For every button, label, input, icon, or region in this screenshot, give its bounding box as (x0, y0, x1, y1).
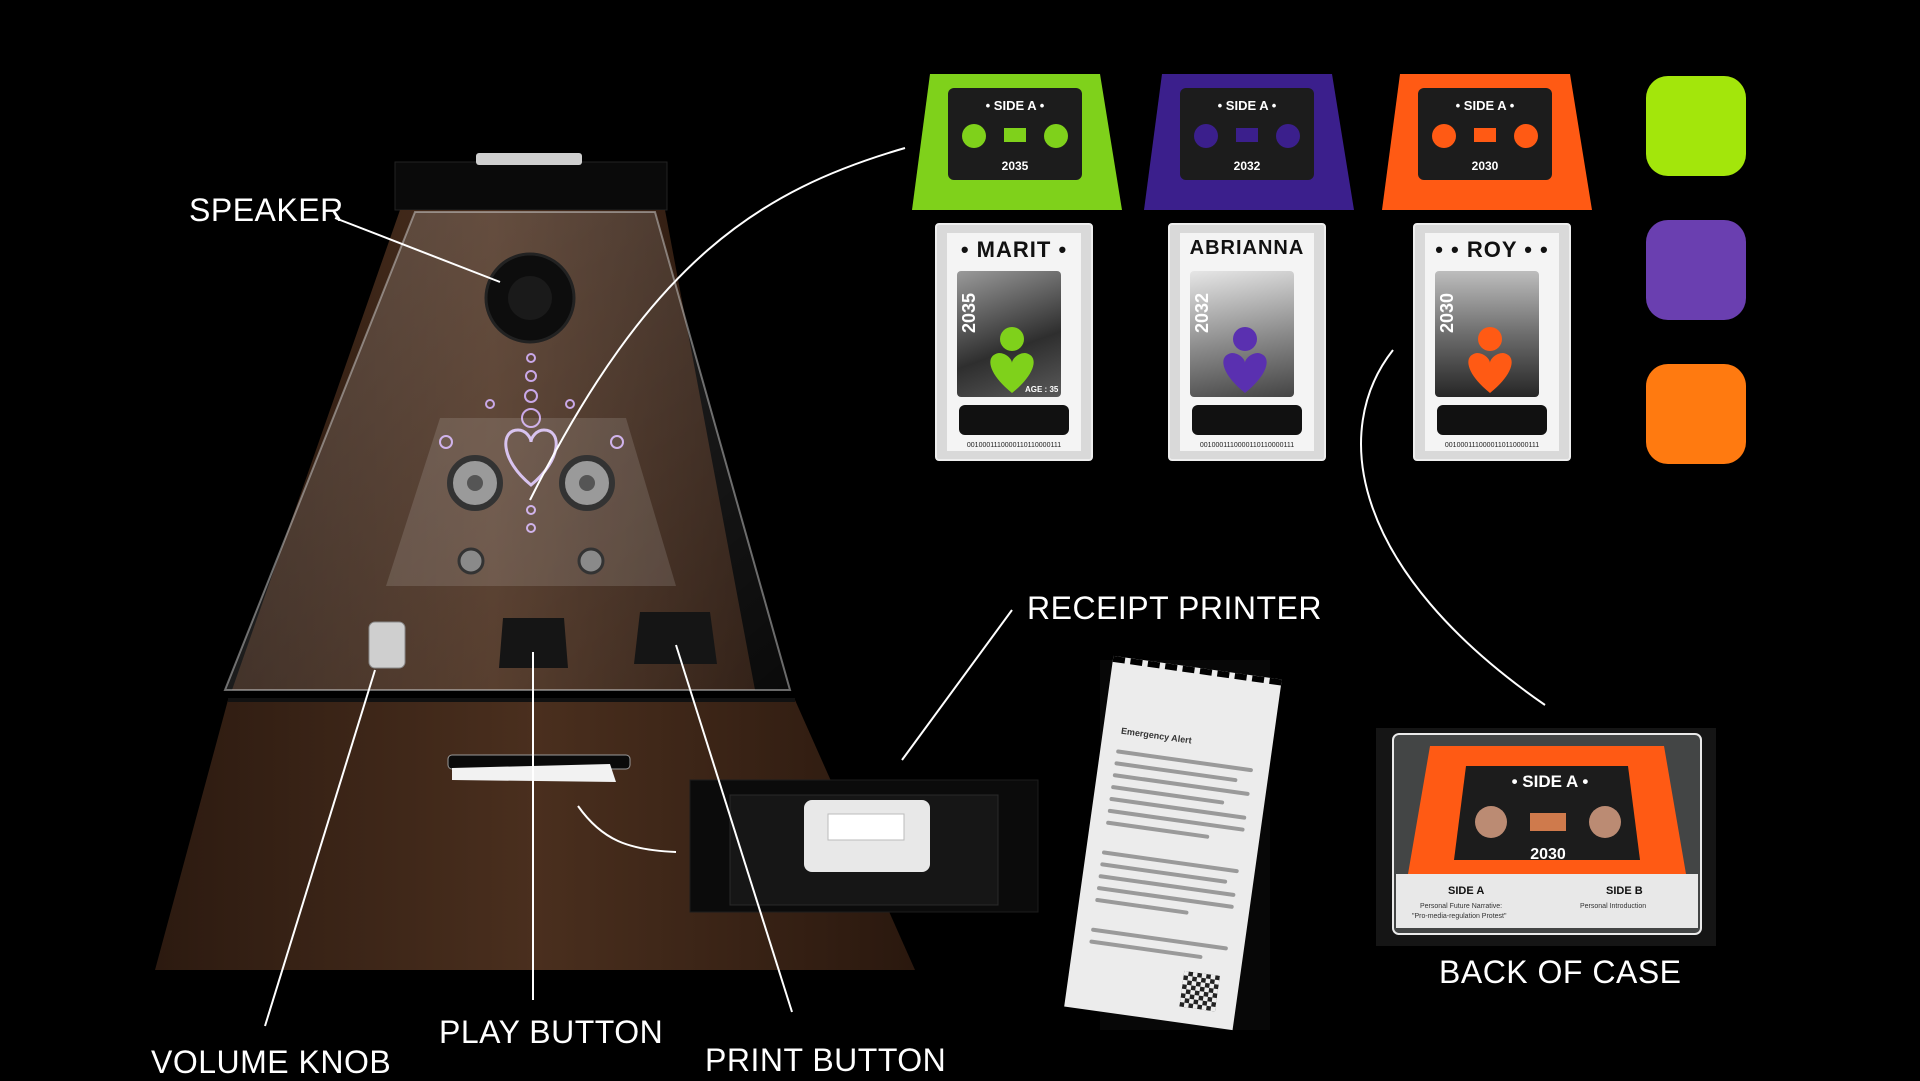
back-case-desc-a2: "Pro-media-regulation Protest" (1412, 913, 1507, 920)
label-receipt-printer: RECEIPT PRINTER (1027, 590, 1322, 626)
cassette-green: • SIDE A • 2035 (912, 74, 1122, 210)
case-abrianna-binary: 0010001110000110110000111 (1199, 442, 1295, 449)
cassette-orange-year: 2030 (1472, 159, 1499, 173)
cassette-tapes: • SIDE A • 2035 • SIDE A • 2032 • SIDE A… (912, 74, 1592, 210)
cassette-green-side: • SIDE A • (986, 98, 1045, 113)
case-roy-year: 2030 (1437, 293, 1457, 334)
case-marit-quote (959, 405, 1069, 435)
receipt-qr-code (1179, 970, 1220, 1012)
cassette-purple-side: • SIDE A • (1218, 98, 1277, 113)
case-marit-name: • MARIT • (960, 237, 1068, 262)
case-roy-quote (1437, 405, 1547, 435)
case-marit-heart (990, 327, 1034, 393)
receipt-line (901, 609, 1013, 761)
label-print-button: PRINT BUTTON (705, 1042, 947, 1078)
case-roy: • • ROY • • 2030 00100011100001101100001… (1413, 223, 1571, 461)
cassette-orange-side: • SIDE A • (1456, 98, 1515, 113)
case-abrianna: ABRIANNA 2032 0010001110000110110000111 (1168, 223, 1326, 461)
device-top-cap (394, 161, 668, 211)
back-case-side: • SIDE A • (1511, 772, 1589, 791)
back-case-desc-a: Personal Future Narrative: (1420, 903, 1503, 910)
case-abrianna-heart (1223, 327, 1267, 393)
volume-line (264, 669, 376, 1027)
case-abrianna-quote (1192, 405, 1302, 435)
cassette-purple-year: 2032 (1234, 159, 1261, 173)
cassette-orange: • SIDE A • 2030 (1382, 74, 1592, 210)
case-marit-binary: 0010001110000110110000111 (966, 442, 1062, 449)
printer-curve (577, 805, 677, 853)
print-button (634, 612, 717, 664)
case-roy-name: • • ROY • • (1435, 237, 1549, 262)
play-button (499, 618, 568, 668)
case-abrianna-name: ABRIANNA (1189, 237, 1305, 259)
heart-outline (504, 428, 558, 487)
label-volume-knob: VOLUME KNOB (151, 1044, 392, 1080)
cassette-purple: • SIDE A • 2032 (1144, 74, 1354, 210)
volume-knob (368, 621, 406, 669)
swatch-green (1646, 76, 1746, 176)
swatch-orange (1646, 364, 1746, 464)
back-case-year: 2030 (1530, 846, 1566, 863)
swatch-purple (1646, 220, 1746, 320)
case-curve (1360, 349, 1546, 706)
back-case-label-b: SIDE B (1606, 885, 1643, 897)
back-case-desc-b: Personal Introduction (1580, 903, 1647, 910)
top-switch (476, 153, 582, 165)
case-marit-year: 2035 (959, 293, 979, 334)
back-case-label-a: SIDE A (1448, 885, 1485, 897)
back-case-label (1396, 874, 1698, 928)
label-back-of-case: BACK OF CASE (1439, 954, 1682, 990)
case-marit: • MARIT • 2035 AGE : 35 0010001110000110… (935, 223, 1093, 461)
label-speaker: SPEAKER (189, 192, 344, 228)
case-abrianna-year: 2032 (1192, 293, 1212, 334)
cassette-green-year: 2035 (1002, 159, 1029, 173)
label-play-button: PLAY BUTTON (439, 1014, 664, 1050)
case-roy-binary: 0010001110000110110000111 (1444, 442, 1540, 449)
print-line (675, 644, 793, 1013)
cassette-curve (529, 147, 906, 501)
speaker-line (334, 217, 501, 283)
case-marit-age: AGE : 35 (1025, 385, 1059, 394)
case-roy-heart (1468, 327, 1512, 393)
acrylic-plate (386, 418, 676, 586)
